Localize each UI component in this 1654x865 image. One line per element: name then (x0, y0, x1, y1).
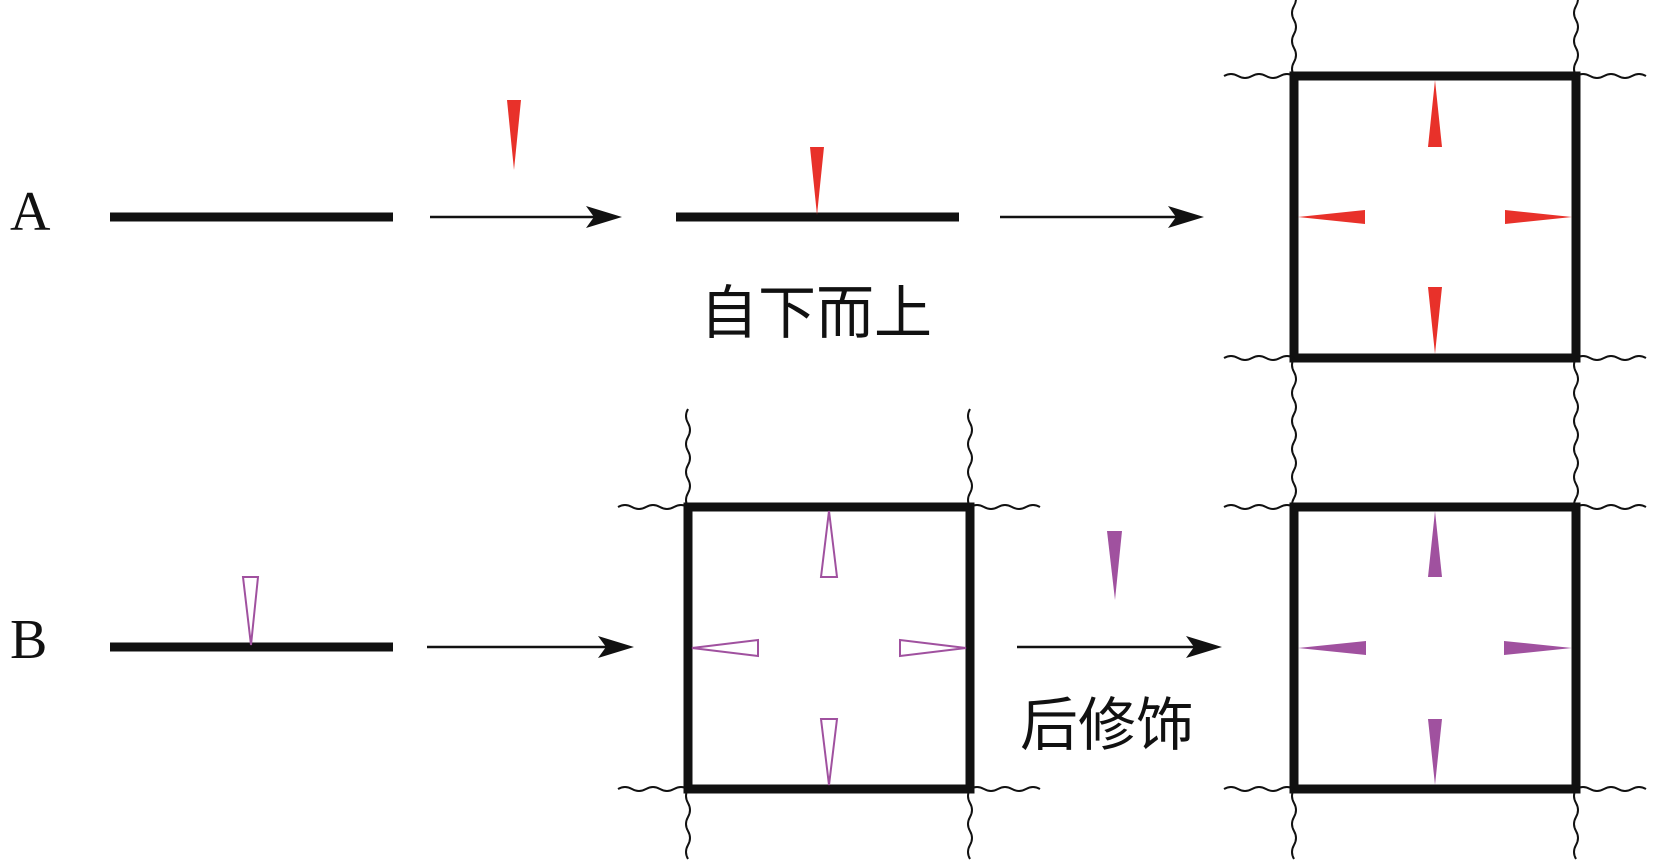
wavy-bond (969, 504, 1041, 510)
outlined-wedge-bottom (819, 718, 839, 786)
wavy-bond (617, 786, 689, 792)
row-b-purple-wedge-free (1107, 531, 1122, 600)
purple-wedge-left (1298, 641, 1366, 655)
outlined-wedge-right (899, 638, 967, 658)
row-a-frame (1223, 0, 1647, 583)
wavy-bond (967, 408, 973, 508)
wavy-bond (1291, 0, 1297, 77)
wavy-bond (617, 504, 689, 510)
wavy-bond (1573, 788, 1579, 860)
row-a-red-wedge-free (507, 100, 521, 170)
outlined-wedge-left (691, 638, 759, 658)
row-b-label: B (10, 609, 47, 671)
wavy-bond (1223, 73, 1295, 79)
red-wedge-right (1505, 210, 1572, 224)
wavy-bond (1573, 0, 1579, 77)
row-a-step-label: 自下而上 (700, 279, 932, 347)
outlined-wedge-top (819, 510, 839, 578)
row-a-red-wedge-attached (810, 147, 824, 215)
row-b-arrow-1 (427, 636, 634, 658)
wavy-bond (1575, 73, 1647, 79)
red-wedge-left (1298, 210, 1365, 224)
purple-wedge-bottom (1428, 719, 1442, 785)
wavy-bond (1575, 504, 1647, 510)
row-b-arrow-2 (1017, 636, 1222, 658)
wavy-bond (1223, 504, 1295, 510)
wavy-bond (967, 788, 973, 860)
wavy-bond (1575, 355, 1647, 361)
row-b-frame-filled (1223, 502, 1647, 860)
wavy-bond (685, 788, 691, 860)
row-a-arrow-2 (1000, 206, 1204, 228)
wavy-bond (1223, 355, 1295, 361)
row-b-frame-outlined (617, 408, 1041, 860)
purple-wedge-top (1428, 511, 1442, 577)
wavy-bond (969, 786, 1041, 792)
red-wedge-bottom (1428, 287, 1442, 354)
red-wedge-top (1428, 80, 1442, 147)
row-a-arrow-1 (430, 206, 622, 228)
wavy-bond (685, 408, 691, 508)
row-b-outlined-wedge-attached (241, 576, 260, 646)
row-b-step-label: 后修饰 (1020, 691, 1194, 759)
purple-wedge-right (1504, 641, 1572, 655)
wavy-bond (1291, 788, 1297, 860)
wavy-bond (1575, 786, 1647, 792)
wavy-bond (1223, 786, 1295, 792)
row-a-label: A (10, 181, 51, 243)
